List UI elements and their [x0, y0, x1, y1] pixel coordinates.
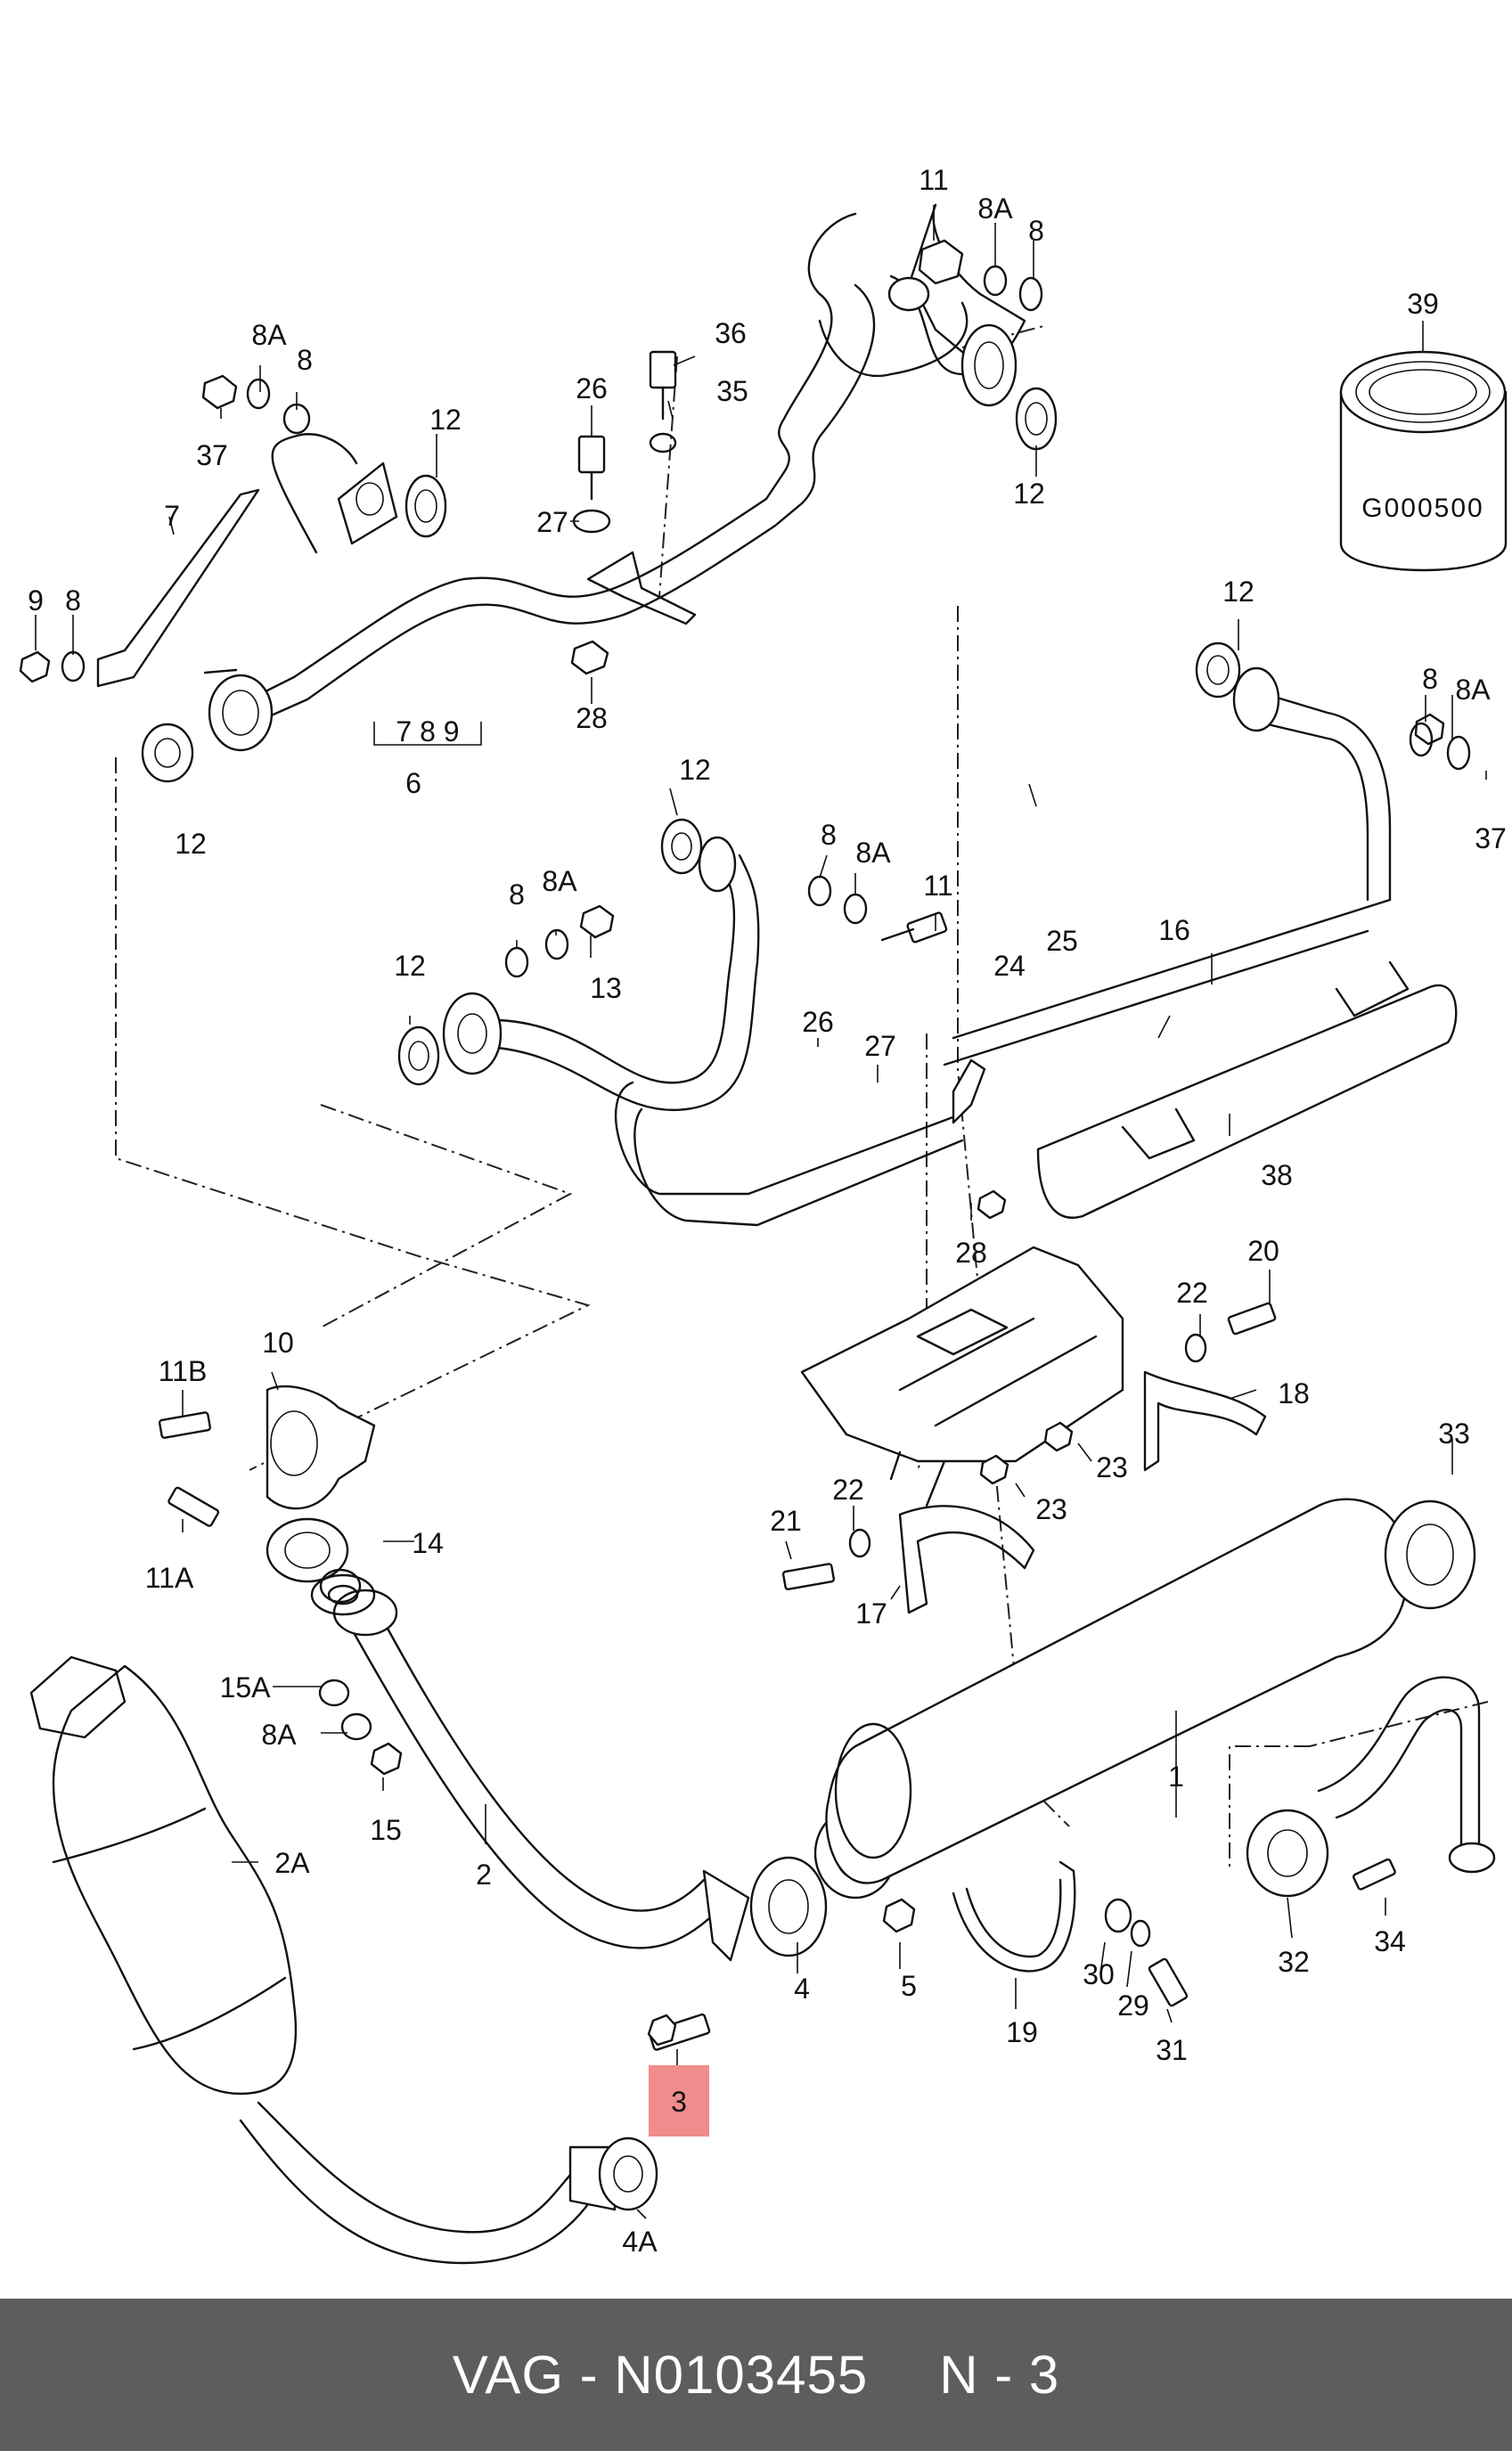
callout-12: 12	[679, 754, 711, 786]
callout-37: 37	[1475, 822, 1507, 854]
callout-17: 17	[855, 1597, 887, 1630]
callout-4A: 4A	[622, 2226, 658, 2258]
callout-15A: 15A	[220, 1671, 272, 1703]
bolt-3	[647, 2013, 711, 2051]
callout-8: 8	[297, 344, 313, 376]
pipe-16	[943, 666, 1471, 1066]
callout-21: 21	[770, 1505, 802, 1537]
muffler-1	[825, 1498, 1476, 1884]
footer-bar: VAG - N0103455 N - 3	[0, 2299, 1512, 2451]
callout-1: 1	[1168, 1761, 1184, 1793]
exhaust-system-diagram: 11 8A 8 39 36 26 35 8A 8 37 12 12 7 27 9…	[19, 164, 1508, 2265]
clamp-19	[952, 1860, 1189, 2007]
heat-shield-38	[1036, 960, 1458, 1219]
callout-37: 37	[196, 439, 228, 471]
part-position: N - 3	[939, 2345, 1060, 2405]
callout-25: 25	[1046, 925, 1078, 957]
callout-19: 19	[1006, 2016, 1038, 2048]
callout-8A: 8A	[855, 837, 891, 869]
tailpipe-32	[1246, 1676, 1496, 1898]
callout-15: 15	[370, 1814, 402, 1846]
callout-10: 10	[262, 1327, 294, 1359]
callout-26: 26	[576, 372, 608, 404]
part-code: VAG - N0103455	[452, 2345, 869, 2405]
gasket-12-group	[141, 387, 1241, 1086]
callout-6: 6	[405, 767, 421, 799]
callout-23: 23	[1035, 1493, 1067, 1525]
callout-9: 9	[28, 584, 44, 617]
filter-canister-39	[1339, 350, 1508, 572]
hardware-14-15	[318, 1568, 403, 1776]
callout-12: 12	[175, 828, 207, 860]
callout-18: 18	[1278, 1377, 1310, 1409]
callout-11: 11	[923, 870, 952, 902]
callout-11B: 11B	[159, 1355, 208, 1387]
callout-22: 22	[1176, 1277, 1208, 1309]
leader-lines	[35, 205, 1487, 2219]
callout-31: 31	[1156, 2034, 1188, 2066]
callout-8: 8	[1422, 663, 1438, 695]
callout-34: 34	[1374, 1925, 1406, 1957]
callout-5: 5	[901, 1970, 917, 2002]
callout-8: 8	[1028, 215, 1044, 247]
callout-33: 33	[1438, 1417, 1470, 1450]
pipe-middle	[442, 836, 964, 1227]
callout-7-8-9: 7 8 9	[396, 715, 459, 748]
highlight-box	[649, 2065, 709, 2136]
callout-7: 7	[164, 500, 180, 532]
callout-12: 12	[1222, 576, 1255, 608]
canister-label: G000500	[1361, 494, 1483, 523]
callout-30: 30	[1083, 1958, 1115, 1990]
callout-8: 8	[65, 584, 81, 617]
callout-2: 2	[476, 1859, 492, 1891]
callout-2A: 2A	[274, 1847, 310, 1879]
callout-16: 16	[1158, 914, 1190, 946]
callout-20: 20	[1247, 1235, 1279, 1267]
callout-8: 8	[509, 878, 525, 911]
callout-32: 32	[1278, 1946, 1310, 1978]
callout-23: 23	[1096, 1451, 1128, 1483]
callout-36: 36	[715, 317, 747, 349]
callout-28: 28	[955, 1237, 987, 1269]
pipe-top-right	[818, 203, 1026, 407]
callout-27: 27	[536, 506, 568, 538]
pipe-2	[310, 1573, 750, 1962]
callout-3: 3	[671, 2086, 687, 2118]
callout-35: 35	[716, 375, 748, 407]
assembly-guide-lines	[115, 324, 1489, 1871]
pipe-6	[208, 212, 875, 752]
callout-8A: 8A	[977, 192, 1013, 225]
callout-4: 4	[794, 1973, 810, 2005]
callout-labels: 11 8A 8 39 36 26 35 8A 8 37 12 12 7 27 9…	[28, 164, 1507, 2258]
callout-14: 14	[412, 1527, 444, 1559]
callout-38: 38	[1261, 1159, 1293, 1191]
callout-12: 12	[394, 950, 426, 982]
callout-12: 12	[429, 404, 462, 436]
callout-8A: 8A	[542, 865, 577, 897]
flange-10	[158, 1385, 376, 1583]
callout-8: 8	[821, 819, 837, 851]
bracket-7	[96, 488, 260, 688]
hangers-17-18	[781, 1302, 1277, 1614]
callout-11: 11	[919, 164, 948, 196]
callout-8A: 8A	[1455, 674, 1491, 706]
callout-29: 29	[1117, 1989, 1149, 2022]
bracket-assembly	[800, 1058, 1124, 1507]
callout-11A: 11A	[145, 1562, 194, 1594]
callout-8A: 8A	[251, 319, 287, 351]
hardware-top	[19, 239, 1043, 683]
callout-22: 22	[832, 1474, 864, 1506]
catalytic-converter-2A	[29, 1655, 658, 2265]
callout-27: 27	[864, 1030, 896, 1062]
callout-24: 24	[993, 950, 1026, 982]
callout-8A: 8A	[261, 1719, 297, 1751]
callout-39: 39	[1407, 288, 1439, 320]
callout-12: 12	[1013, 478, 1045, 510]
callout-28: 28	[576, 702, 608, 734]
callout-13: 13	[590, 972, 622, 1004]
callout-26: 26	[802, 1006, 834, 1038]
